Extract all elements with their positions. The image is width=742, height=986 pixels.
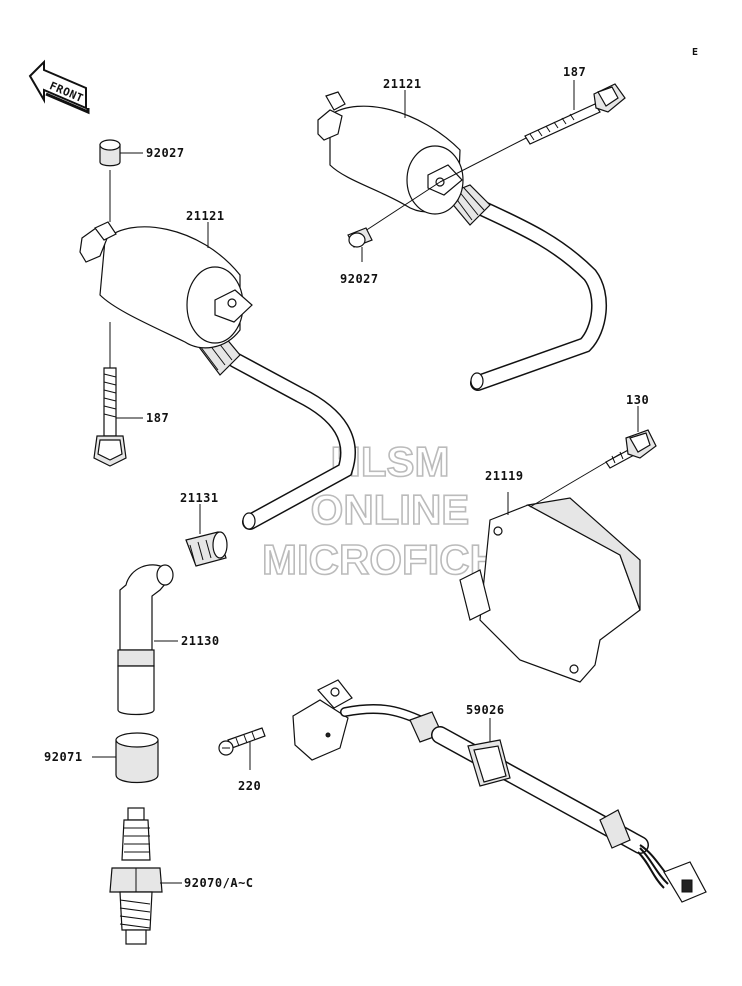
label-92027-left: 92027 bbox=[146, 146, 185, 160]
label-92027-top: 92027 bbox=[340, 272, 379, 286]
plug-cap-21130 bbox=[117, 564, 178, 716]
bolt-187-top bbox=[524, 80, 626, 145]
label-92071: 92071 bbox=[44, 750, 83, 764]
seal-21131 bbox=[185, 504, 228, 567]
watermark-line-2: ONLINE bbox=[311, 486, 470, 533]
label-130: 130 bbox=[626, 393, 649, 407]
label-21131: 21131 bbox=[180, 491, 219, 505]
pickup-harness-59026 bbox=[292, 679, 707, 903]
label-187-top: 187 bbox=[563, 65, 586, 79]
collar-92027-top bbox=[347, 227, 373, 262]
boot-92071 bbox=[92, 732, 159, 784]
ignition-coil-top bbox=[317, 91, 608, 391]
corner-mark: E bbox=[692, 47, 699, 58]
label-187-left: 187 bbox=[146, 411, 169, 425]
bolt-130 bbox=[605, 406, 657, 469]
cdi-unit-21119 bbox=[459, 453, 641, 683]
ignition-coil-left bbox=[79, 170, 356, 530]
label-21119: 21119 bbox=[485, 469, 524, 483]
bolt-187-left bbox=[93, 367, 143, 467]
collar-92027-left bbox=[99, 139, 143, 167]
spark-plug-92070 bbox=[109, 807, 182, 945]
front-arrow-icon: FRONT bbox=[28, 59, 90, 115]
label-21121-left: 21121 bbox=[186, 209, 225, 223]
label-21121-top: 21121 bbox=[383, 77, 422, 91]
label-59026: 59026 bbox=[466, 703, 505, 717]
label-21130: 21130 bbox=[181, 634, 220, 648]
label-92070: 92070/A~C bbox=[184, 876, 254, 890]
label-220: 220 bbox=[238, 779, 261, 793]
screw-220 bbox=[218, 727, 266, 770]
